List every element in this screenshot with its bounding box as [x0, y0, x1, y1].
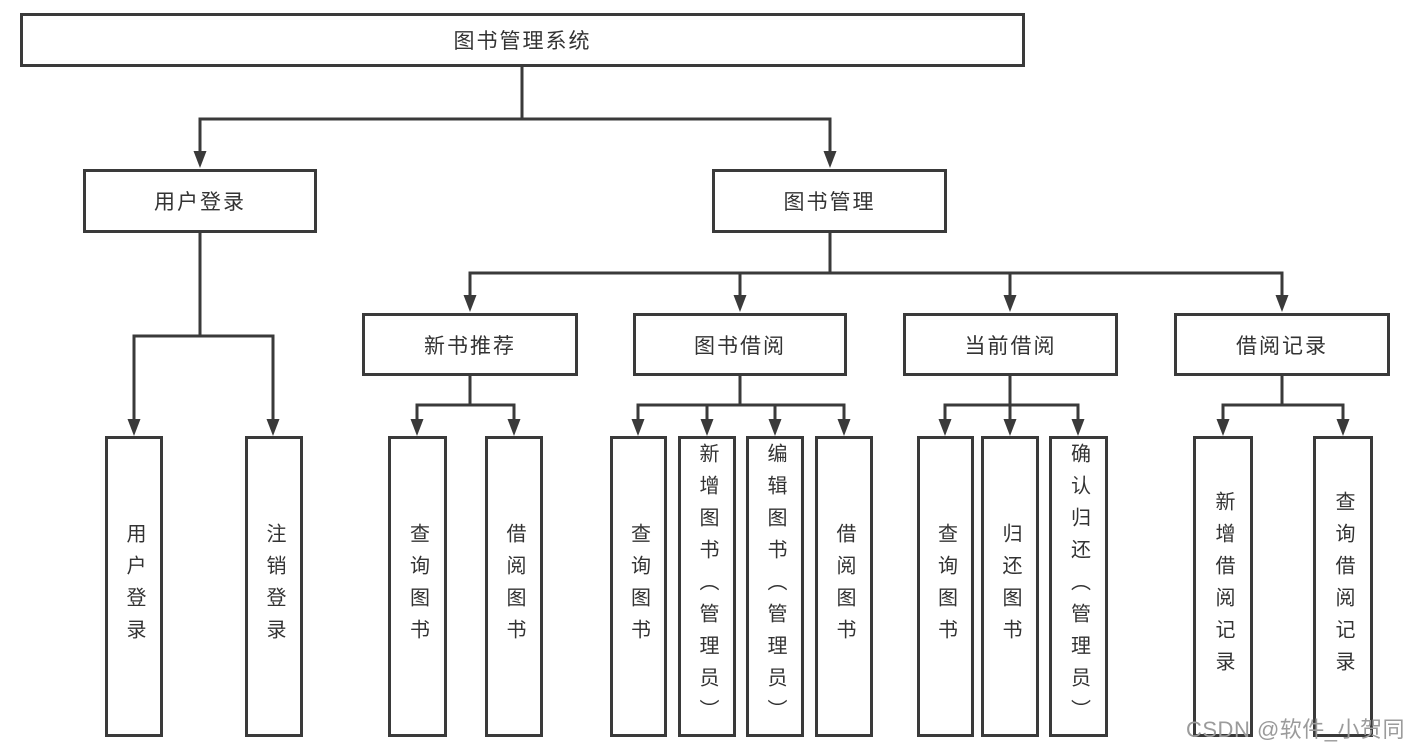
- node-book-mgmt: 图书管理: [712, 169, 947, 233]
- leaf-add-borrow-record: 新增借阅记录: [1193, 436, 1253, 737]
- node-new-book-recommend: 新书推荐: [362, 313, 578, 376]
- leaf-borrow-book: 借阅图书: [815, 436, 873, 737]
- leaf-return-book: 归还图书: [981, 436, 1039, 737]
- leaf-user-login-label: 用户登录: [123, 522, 145, 651]
- leaf-add-borrow-record-label: 新增借阅记录: [1212, 490, 1234, 683]
- leaf-query-borrow-record-label: 查询借阅记录: [1332, 490, 1354, 683]
- node-root: 图书管理系统: [20, 13, 1025, 67]
- connector-section-trunks: [468, 376, 1284, 405]
- connector-book-mgmt-branch: [468, 233, 1284, 299]
- leaf-return-book-label: 归还图书: [999, 522, 1021, 651]
- connector-user-login-branch: [132, 233, 275, 423]
- node-root-label: 图书管理系统: [453, 30, 592, 53]
- leaf-rec-query-book-label: 查询图书: [406, 522, 429, 651]
- leaf-rec-borrow-book: 借阅图书: [485, 436, 543, 737]
- node-borrow-record-label: 借阅记录: [1236, 334, 1328, 358]
- node-borrow-record: 借阅记录: [1174, 313, 1390, 376]
- leaf-borrow-query-book: 查询图书: [610, 436, 667, 737]
- node-current-borrow-label: 当前借阅: [964, 334, 1057, 358]
- leaf-edit-book-admin-label: 编辑图书（管理员）: [764, 442, 786, 731]
- leaf-logout: 注销登录: [245, 436, 303, 737]
- leaf-current-query-book: 查询图书: [917, 436, 974, 737]
- leaf-add-book-admin-label: 新增图书（管理员）: [696, 442, 718, 731]
- leaf-add-book-admin: 新增图书（管理员）: [678, 436, 736, 737]
- node-book-borrow-label: 图书借阅: [694, 334, 786, 358]
- leaf-current-query-book-label: 查询图书: [934, 522, 957, 651]
- node-book-borrow: 图书借阅: [633, 313, 847, 376]
- leaf-logout-label: 注销登录: [263, 522, 285, 651]
- leaf-borrow-book-label: 借阅图书: [833, 522, 855, 651]
- leaf-confirm-return-admin-label: 确认归还（管理员）: [1067, 442, 1090, 731]
- leaf-query-borrow-record: 查询借阅记录: [1313, 436, 1373, 737]
- node-current-borrow: 当前借阅: [903, 313, 1118, 376]
- node-user-login-label: 用户登录: [154, 191, 246, 214]
- leaf-user-login: 用户登录: [105, 436, 163, 737]
- connector-leaf-drops: [415, 405, 1345, 423]
- leaf-confirm-return-admin: 确认归还（管理员）: [1049, 436, 1108, 737]
- node-user-login: 用户登录: [83, 169, 317, 233]
- node-new-book-recommend-label: 新书推荐: [424, 334, 516, 358]
- node-book-mgmt-label: 图书管理: [783, 191, 876, 214]
- connector-root-branch: [198, 65, 832, 154]
- leaf-borrow-query-book-label: 查询图书: [627, 522, 650, 651]
- leaf-rec-query-book: 查询图书: [388, 436, 447, 737]
- leaf-rec-borrow-book-label: 借阅图书: [503, 522, 525, 651]
- leaf-edit-book-admin: 编辑图书（管理员）: [746, 436, 804, 737]
